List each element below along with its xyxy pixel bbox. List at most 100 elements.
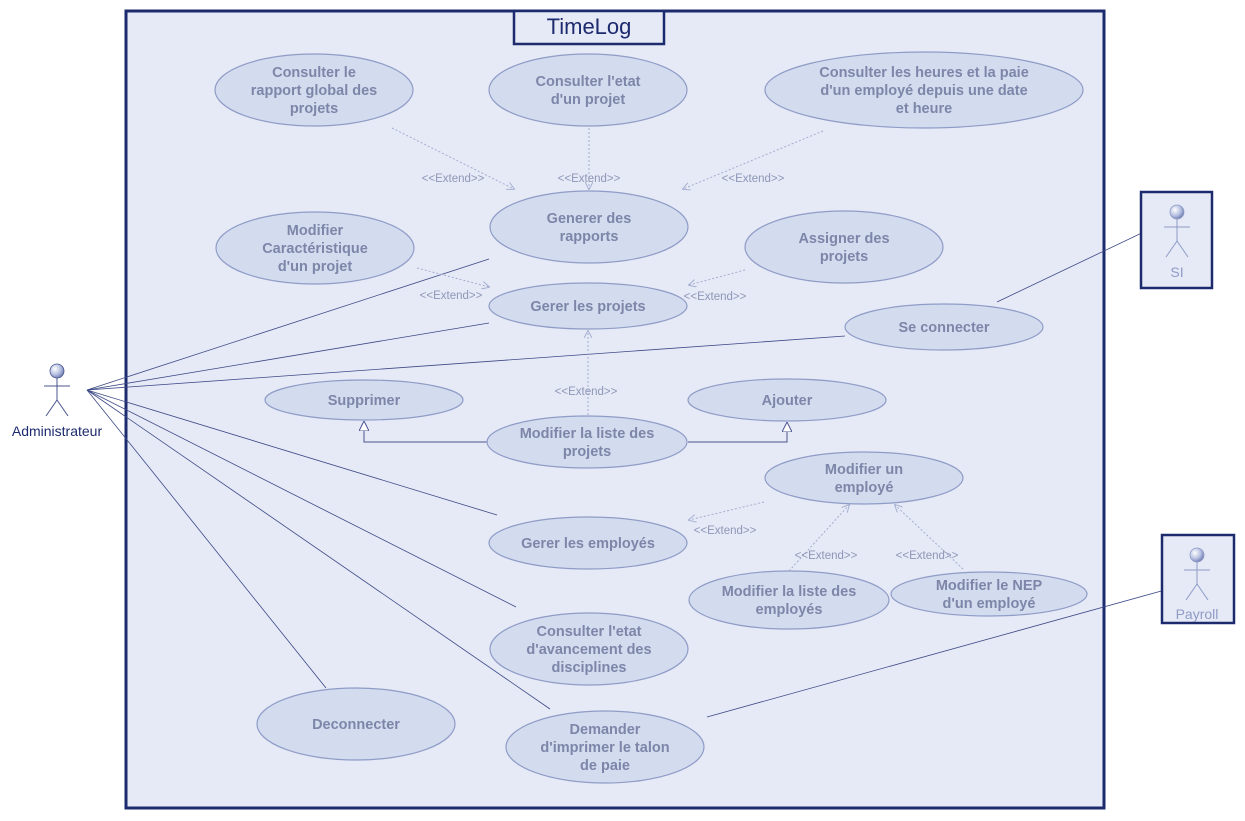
actor-leg-left [1185,583,1198,601]
extend-modifier-nep-modifier-employe [895,505,964,570]
use-case-modifier-liste-employes[interactable]: Modifier la liste des employés [688,570,890,630]
use-case-label: d'un employé [943,596,1036,612]
use-case-supprimer[interactable]: Supprimer [264,379,464,421]
association-si-se-connecter [996,229,1149,303]
use-case-label: Assigner des [798,231,889,247]
use-case-ellipse[interactable] [764,451,964,505]
use-case-modifier-liste-projets[interactable]: Modifier la liste des projets [486,415,688,469]
extend-dependencies: <<Extend>> <<Extend>> <<Extend>> <<Extend>>… [391,127,964,572]
actor-label: Administrateur [12,423,103,439]
actor-admin[interactable]: Administrateur [12,363,103,439]
association-admin-deconnecter [86,389,327,689]
use-case-ellipse[interactable] [486,415,688,469]
use-case-label: Modifier la liste des [520,426,655,442]
use-case-label: Se connecter [898,320,989,336]
system-title: TimeLog [547,14,632,39]
use-case-modifier-employe[interactable]: Modifier un employé [764,451,964,505]
use-case-label: projets [563,444,611,460]
actor-label: SI [1170,264,1183,280]
use-case-ellipse[interactable] [890,571,1088,617]
association-admin-gerer-projets [86,322,490,391]
use-case-label: Modifier la liste des [722,584,857,600]
use-case-label: Consulter l'etat [536,74,641,90]
association-admin-imprimer-talon [86,389,551,710]
use-case-ellipse[interactable] [687,378,887,422]
use-case-label: d'un employé depuis une date [820,83,1027,99]
use-case-ajouter[interactable]: Ajouter [687,378,887,422]
use-case-label: disciplines [552,660,627,676]
extend-label: <<Extend>> [795,550,858,562]
actor-leg-left [45,399,58,417]
use-case-label: Modifier un [825,462,903,478]
use-case-ellipse[interactable] [488,53,688,127]
extend-label: <<Extend>> [684,291,747,303]
associations [86,229,1166,718]
actors: Administrateur SI Payroll [12,190,1236,625]
use-case-label: rapports [560,229,619,245]
use-case-label: Caractéristique [262,241,368,257]
use-case-label: Gerer les projets [530,299,645,315]
extend-modifier-caracteristique-gerer-projets [416,267,489,287]
generalizations [364,422,787,443]
generalization-modifier-liste-projets-ajouter [688,423,787,443]
actor-head-icon [49,363,65,379]
actor-si[interactable]: SI [1139,190,1214,290]
extend-label: <<Extend>> [722,173,785,185]
use-case-label: Consulter le [272,65,356,81]
extend-heures-paie-generer-rapports [683,130,824,189]
association-admin-se-connecter [86,335,846,391]
use-case-assigner-projets[interactable]: Assigner des projets [744,210,944,284]
use-case-label: rapport global des [251,83,378,99]
use-case-ellipse[interactable] [488,282,688,330]
actor-head-icon [1189,547,1205,563]
use-case-label: Demander [570,722,641,738]
use-case-ellipse[interactable] [264,379,464,421]
actor-leg-right [56,399,69,417]
use-case-label: employé [835,480,894,496]
extend-assigner-projets-gerer-projets [689,269,746,285]
use-case-label: employés [756,602,823,618]
use-case-ellipse[interactable] [489,190,689,264]
use-case-ellipse[interactable] [505,710,705,784]
use-case-ellipse[interactable] [488,516,688,570]
extend-modifier-employe-gerer-employes [689,501,765,520]
use-case-ellipse[interactable] [214,53,414,127]
extend-label: <<Extend>> [694,525,757,537]
use-case-se-connecter[interactable]: Se connecter [844,303,1044,351]
use-case-label: Consulter l'etat [537,624,642,640]
actor-payroll[interactable]: Payroll [1160,533,1236,625]
generalization-modifier-liste-projets-supprimer [364,422,487,443]
use-case-gerer-employes[interactable]: Gerer les employés [488,516,688,570]
use-case-ellipse[interactable] [215,211,415,285]
use-case-label: Gerer les employés [521,536,655,552]
extend-modifier-liste-employes-modifier-employe [788,505,849,572]
use-case-ellipse[interactable] [489,612,689,686]
use-case-ellipse[interactable] [844,303,1044,351]
association-admin-generer-rapports [86,258,490,391]
actor-head-icon [1169,204,1185,220]
use-case-ellipse[interactable] [688,570,890,630]
use-case-gerer-projets[interactable]: Gerer les projets [488,282,688,330]
use-case-ellipse[interactable] [744,210,944,284]
use-case-deconnecter[interactable]: Deconnecter [256,687,456,761]
association-admin-gerer-employes [86,389,498,516]
use-case-label: Ajouter [762,393,813,409]
use-case-label: et heure [896,101,952,117]
use-case-label: projets [820,249,868,265]
use-case-ellipse[interactable] [764,51,1084,129]
system-boundary: TimeLog [124,9,1106,810]
use-case-ellipse[interactable] [256,687,456,761]
actor-leg-left [1165,240,1178,258]
use-case-label: Deconnecter [312,717,400,733]
extend-label: <<Extend>> [420,290,483,302]
